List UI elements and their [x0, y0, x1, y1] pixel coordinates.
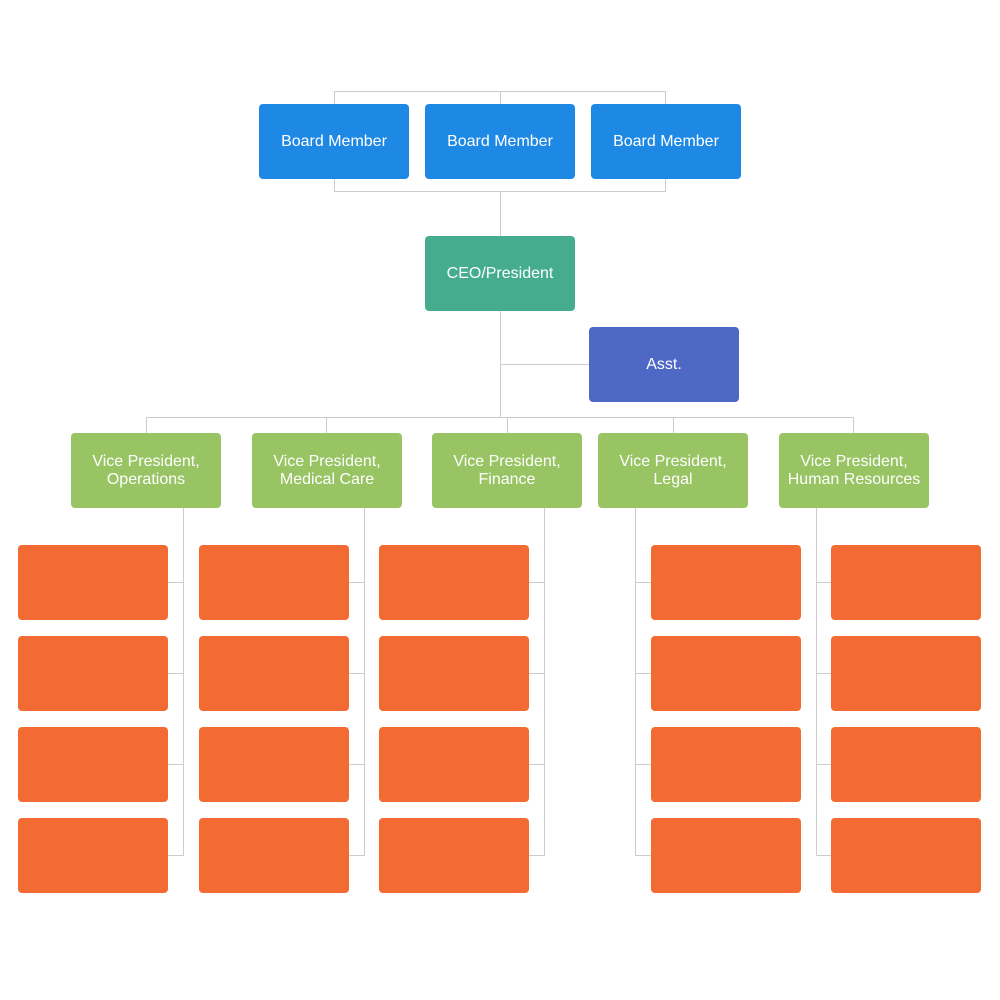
staff-node[interactable]: [18, 727, 168, 802]
vp-human-resources-staff-spine: [816, 508, 831, 856]
staff-node[interactable]: [18, 818, 168, 893]
staff-node[interactable]: [199, 636, 349, 711]
staff-node[interactable]: [18, 545, 168, 620]
vp-bus-line: [146, 417, 854, 433]
vp-operations-staff-spine: [168, 508, 184, 856]
board-member-node-2[interactable]: Board Member: [425, 104, 575, 179]
vp-legal-staff-spine: [635, 508, 651, 856]
vp-medical-care-staff-spine: [349, 508, 365, 856]
vp-medical-care-node[interactable]: Vice President, Medical Care: [252, 433, 402, 508]
node-label: Vice President, Operations: [92, 452, 200, 488]
vp-operations-node[interactable]: Vice President, Operations: [71, 433, 221, 508]
vp-finance-node[interactable]: Vice President, Finance: [432, 433, 582, 508]
staff-node[interactable]: [831, 727, 981, 802]
node-label: Vice President, Medical Care: [273, 452, 381, 488]
vp-legal-node[interactable]: Vice President, Legal: [598, 433, 748, 508]
vp-finance-staff-spine: [529, 508, 545, 856]
staff-node[interactable]: [651, 818, 801, 893]
node-label: Board Member: [447, 132, 553, 150]
node-label: Vice President, Legal: [619, 452, 727, 488]
node-label: CEO/President: [446, 264, 554, 282]
board-member-node-3[interactable]: Board Member: [591, 104, 741, 179]
staff-node[interactable]: [651, 727, 801, 802]
board-member-node-1[interactable]: Board Member: [259, 104, 409, 179]
staff-node[interactable]: [18, 636, 168, 711]
node-label: Vice President, Finance: [453, 452, 561, 488]
staff-node[interactable]: [379, 818, 529, 893]
staff-node[interactable]: [379, 545, 529, 620]
staff-node[interactable]: [199, 727, 349, 802]
staff-node[interactable]: [199, 545, 349, 620]
ceo-node[interactable]: CEO/President: [425, 236, 575, 311]
assistant-node[interactable]: Asst.: [589, 327, 739, 402]
staff-node[interactable]: [831, 818, 981, 893]
node-label: Vice President, Human Resources: [787, 452, 921, 488]
staff-node[interactable]: [199, 818, 349, 893]
staff-node[interactable]: [831, 545, 981, 620]
node-label: Board Member: [281, 132, 387, 150]
staff-node[interactable]: [831, 636, 981, 711]
node-label: Board Member: [613, 132, 719, 150]
staff-node[interactable]: [379, 727, 529, 802]
staff-node[interactable]: [651, 636, 801, 711]
staff-node[interactable]: [651, 545, 801, 620]
vp-human-resources-node[interactable]: Vice President, Human Resources: [779, 433, 929, 508]
staff-node[interactable]: [379, 636, 529, 711]
node-label: Asst.: [646, 355, 682, 373]
